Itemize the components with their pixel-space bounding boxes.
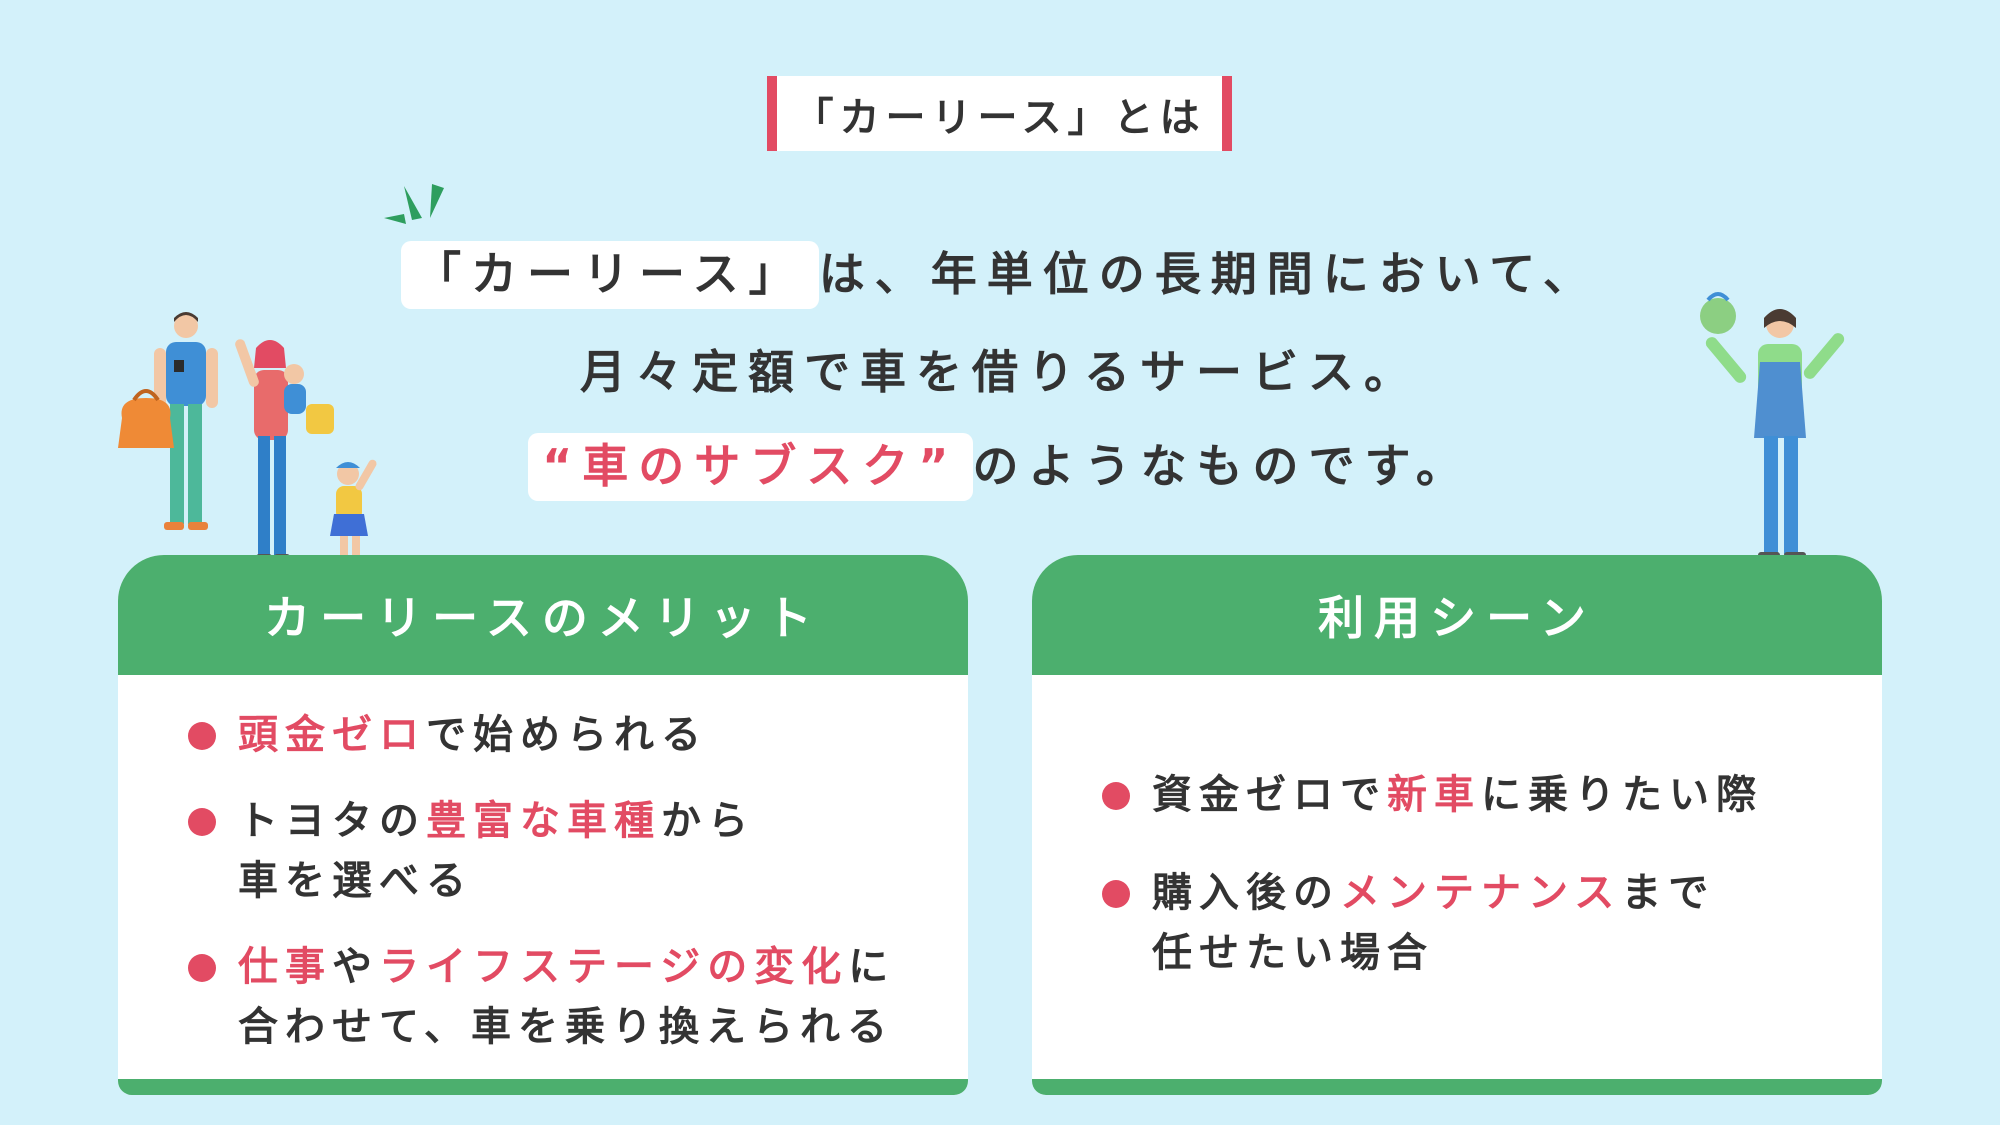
list-item: 仕事やライフステージの変化に 合わせて、車を乗り換えられる: [188, 937, 968, 1057]
intro-highlight-car-lease: 「カーリース」: [400, 241, 819, 309]
list-item-text: や: [332, 944, 379, 990]
header-tag: 「カーリース」とは: [767, 76, 1232, 151]
intro-line-2-text: 月々定額で車を借りるサービス。: [580, 345, 1420, 399]
list-item-text: トヨタの: [238, 798, 426, 844]
card-footer-bar: [118, 1079, 968, 1095]
list-item-text: 合わせて、車を乗り換えられる: [238, 1004, 894, 1050]
list-item-text: に乗りたい際: [1481, 772, 1763, 818]
list-item-text: 任せたい場合: [1152, 930, 1434, 976]
list-item: 頭金ゼロで始められる: [188, 705, 968, 765]
scenes-card-title: 利用シーン: [1032, 555, 1882, 675]
intro-line-1-text: は、年単位の長期間において、: [818, 247, 1600, 301]
sparkle-icon: [384, 184, 444, 224]
header-title: 「カーリース」とは: [793, 94, 1206, 141]
intro-line-1: 「カーリース」は、年単位の長期間において、: [0, 238, 2000, 309]
list-item-text: に: [848, 944, 896, 990]
list-item-text: 購入後の: [1152, 870, 1340, 916]
merits-list: 頭金ゼロで始められる トヨタの豊富な車種から 車を選べる 仕事やライフステージの…: [118, 675, 968, 1057]
list-item-text: まで: [1621, 870, 1716, 916]
list-item-text: 車を選べる: [238, 858, 473, 904]
list-item-text: 資金ゼロで: [1152, 772, 1387, 818]
list-item-emphasis: 新車: [1387, 772, 1481, 818]
intro-highlight-subscription: “車のサブスク”: [528, 433, 973, 501]
merits-card-title: カーリースのメリット: [118, 555, 968, 675]
intro-line-3: “車のサブスク”のようなものです。: [0, 430, 2000, 501]
list-item-text: で始められる: [426, 712, 708, 758]
intro-line-2: 月々定額で車を借りるサービス。: [0, 336, 2000, 402]
list-item-text: から: [661, 798, 755, 844]
merits-card: カーリースのメリット 頭金ゼロで始められる トヨタの豊富な車種から 車を選べる …: [118, 555, 968, 1095]
intro-line-3-text: のようなものです。: [972, 439, 1472, 493]
scenes-list: 資金ゼロで新車に乗りたい際 購入後のメンテナンスまで 任せたい場合: [1032, 675, 1882, 983]
list-item-emphasis: ライフステージの変化: [379, 944, 849, 990]
family-illustration: [118, 312, 377, 562]
list-item: 購入後のメンテナンスまで 任せたい場合: [1102, 863, 1882, 983]
list-item-emphasis: メンテナンス: [1340, 870, 1622, 916]
scenes-card: 利用シーン 資金ゼロで新車に乗りたい際 購入後のメンテナンスまで 任せたい場合: [1032, 555, 1882, 1095]
list-item-emphasis: 豊富な車種: [426, 798, 661, 844]
card-footer-bar: [1032, 1079, 1882, 1095]
list-item: トヨタの豊富な車種から 車を選べる: [188, 791, 968, 911]
list-item-emphasis: 仕事: [238, 944, 332, 990]
list-item-emphasis: 頭金ゼロ: [238, 712, 426, 758]
list-item: 資金ゼロで新車に乗りたい際: [1102, 765, 1882, 825]
